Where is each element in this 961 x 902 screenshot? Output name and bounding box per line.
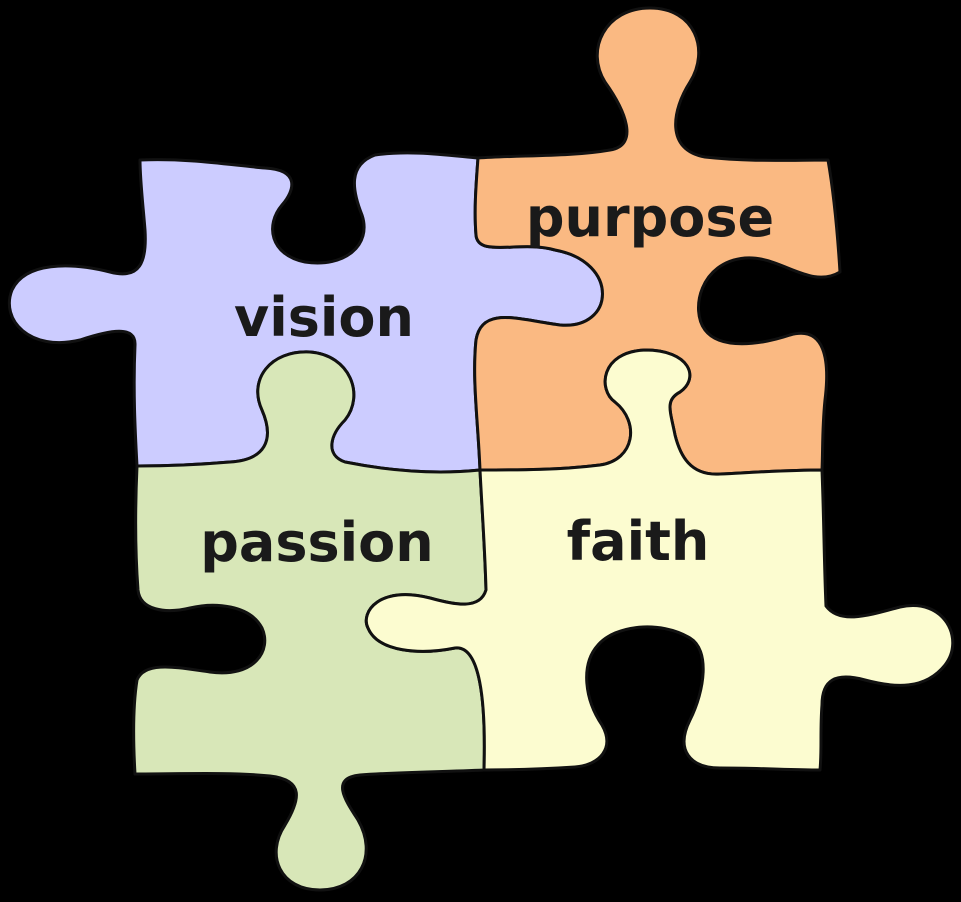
puzzle-piece-purpose	[473, 6, 842, 476]
label-passion: passion	[200, 511, 433, 574]
label-vision: vision	[234, 286, 414, 349]
label-faith: faith	[567, 510, 710, 573]
puzzle-piece-faith	[364, 348, 955, 772]
puzzle-piece-passion	[132, 350, 488, 892]
label-purpose: purpose	[526, 186, 774, 249]
